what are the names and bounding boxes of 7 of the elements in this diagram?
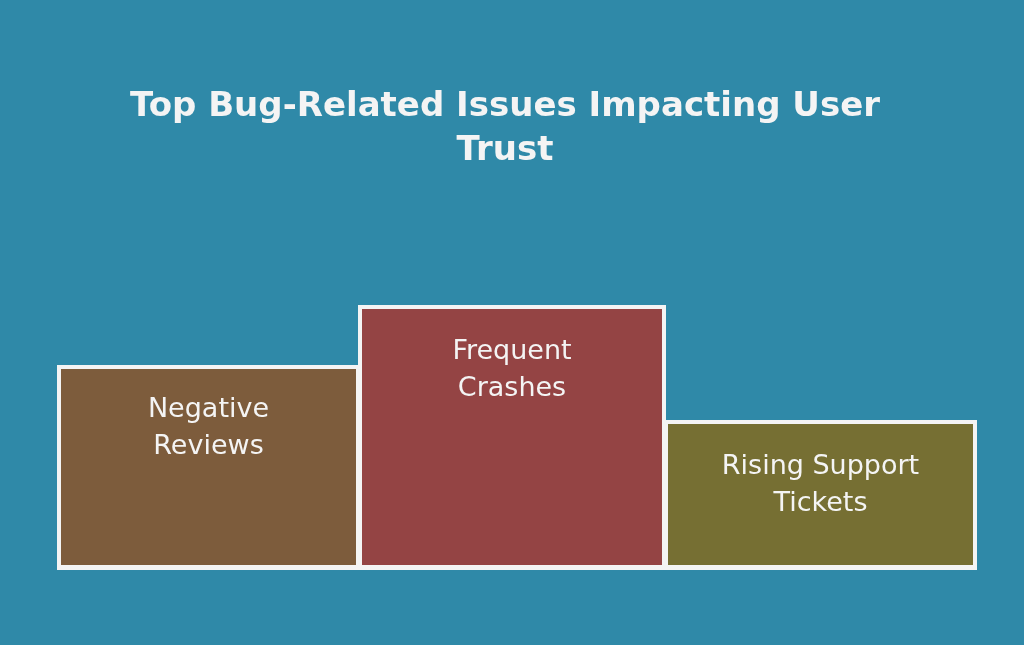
- podium-block: [358, 305, 666, 570]
- title: Top Bug-Related Issues Impacting User Trust: [128, 83, 881, 170]
- podium-block: [57, 365, 360, 570]
- block-label: Rising Support Tickets: [720, 448, 921, 519]
- block-label: Frequent Crashes: [451, 333, 573, 404]
- block-label: Negative Reviews: [146, 391, 271, 462]
- podium-block: [664, 420, 977, 570]
